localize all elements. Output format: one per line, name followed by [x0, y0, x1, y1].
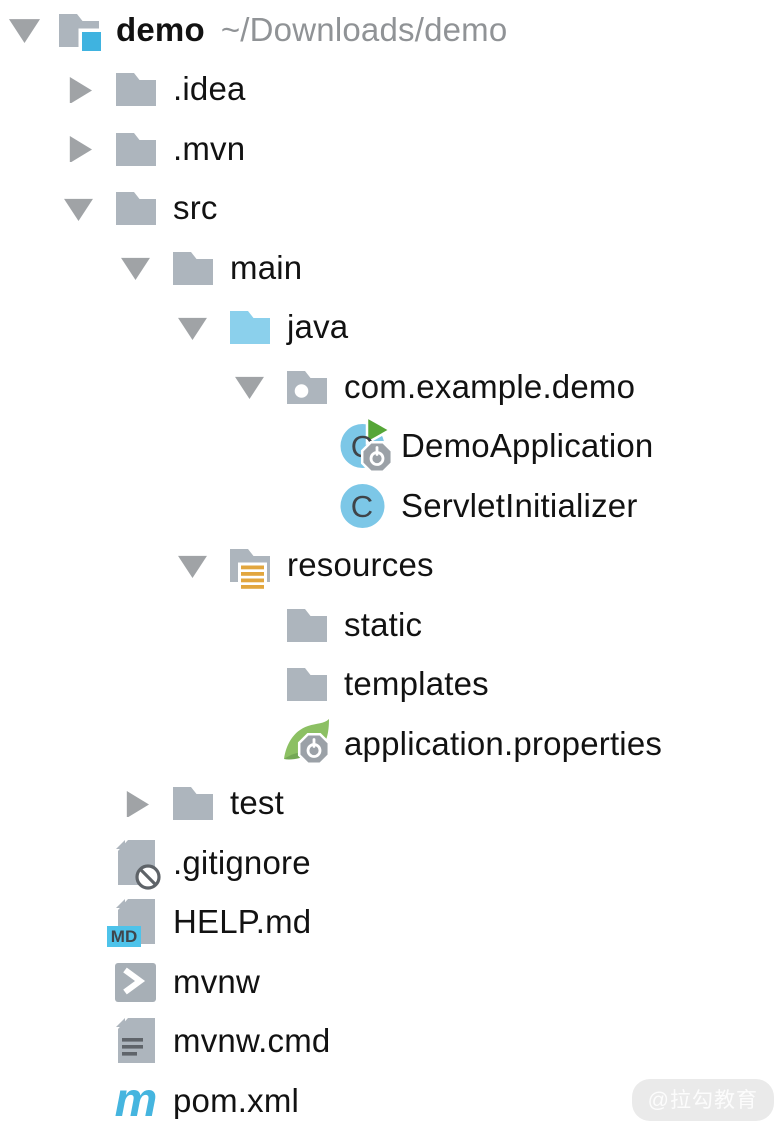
ignored-file-icon: [113, 838, 161, 890]
tree-item-label: templates: [344, 665, 489, 703]
tree-row-package[interactable]: com.example.demo: [228, 357, 782, 417]
tree-item-label: HELP.md: [173, 903, 312, 941]
tree-row-static[interactable]: static: [228, 595, 782, 655]
tree-row-mvnw[interactable]: mvnw: [57, 952, 782, 1012]
tree-item-label: .idea: [173, 70, 246, 108]
tree-item-label: .mvn: [173, 129, 246, 167]
tree-item-label: pom.xml: [173, 1081, 300, 1119]
spring-config-icon: [284, 718, 331, 769]
tree-item-label: demo: [116, 10, 205, 48]
tree-item-label: mvnw.cmd: [173, 1022, 331, 1060]
tree-item-label: src: [173, 189, 218, 227]
chevron-down-icon[interactable]: [177, 314, 227, 341]
tree-item-label: static: [344, 605, 423, 643]
tree-item-label: java: [287, 308, 349, 346]
tree-row-idea[interactable]: .idea: [57, 60, 782, 120]
folder-icon: [113, 124, 159, 174]
java-class-icon: C: [340, 481, 387, 531]
tree-item-label: ServletInitializer: [401, 486, 638, 524]
folder-icon: [113, 64, 159, 114]
tree-item-label: mvnw: [173, 962, 260, 1000]
project-path: ~/Downloads/demo: [220, 10, 508, 48]
folder-icon: [284, 600, 330, 650]
chevron-right-icon[interactable]: [63, 135, 113, 162]
tree-row-templates[interactable]: templates: [228, 655, 782, 715]
maven-icon: m: [114, 1073, 158, 1127]
svg-text:C: C: [351, 489, 373, 524]
chevron-down-icon[interactable]: [234, 373, 284, 400]
shell-script-icon: [113, 957, 159, 1007]
tree-row-servletinitializer[interactable]: C ServletInitializer: [285, 476, 782, 536]
resources-root-folder-icon: [227, 540, 273, 592]
source-root-folder-icon: [227, 302, 273, 352]
tree-row-pom[interactable]: m pom.xml: [57, 1071, 782, 1131]
tree-row-application-properties[interactable]: application.properties: [228, 714, 782, 774]
folder-icon: [284, 659, 330, 709]
tree-row-mvn[interactable]: .mvn: [57, 119, 782, 179]
tree-row-java[interactable]: java: [171, 298, 782, 358]
chevron-down-icon[interactable]: [120, 254, 170, 281]
tree-item-label: DemoApplication: [401, 427, 654, 465]
folder-icon: [113, 183, 159, 233]
chevron-down-icon[interactable]: [177, 552, 227, 579]
tree-row-helpmd[interactable]: MD HELP.md: [57, 893, 782, 953]
chevron-right-icon[interactable]: [63, 76, 113, 103]
tree-item-label: com.example.demo: [344, 367, 636, 405]
folder-icon: [170, 243, 216, 293]
tree-item-label: main: [230, 248, 303, 286]
chevron-right-icon[interactable]: [120, 790, 170, 817]
package-folder-icon: [284, 362, 330, 412]
tree-item-label: test: [230, 784, 284, 822]
text-file-icon: [113, 1016, 159, 1066]
project-folder-icon: [56, 5, 104, 55]
tree-item-label: resources: [287, 546, 434, 584]
tree-row-main[interactable]: main: [114, 238, 782, 298]
markdown-file-icon: MD: [107, 897, 159, 948]
tree-row-src[interactable]: src: [57, 179, 782, 239]
tree-row-resources[interactable]: resources: [171, 536, 782, 596]
svg-text:MD: MD: [111, 927, 137, 946]
watermark-badge: @拉勾教育: [631, 1079, 774, 1121]
tree-row-demo[interactable]: demo ~/Downloads/demo: [0, 0, 782, 60]
tree-row-gitignore[interactable]: .gitignore: [57, 833, 782, 893]
tree-row-test[interactable]: test: [114, 774, 782, 834]
tree-item-label: application.properties: [344, 724, 663, 762]
chevron-down-icon[interactable]: [6, 15, 56, 44]
folder-icon: [170, 778, 216, 828]
spring-boot-class-icon: C: [340, 415, 394, 474]
chevron-down-icon[interactable]: [63, 195, 113, 222]
tree-row-mvnw-cmd[interactable]: mvnw.cmd: [57, 1012, 782, 1072]
tree-row-demoapplication[interactable]: C DemoApplication: [285, 415, 782, 477]
tree-item-label: .gitignore: [173, 843, 311, 881]
